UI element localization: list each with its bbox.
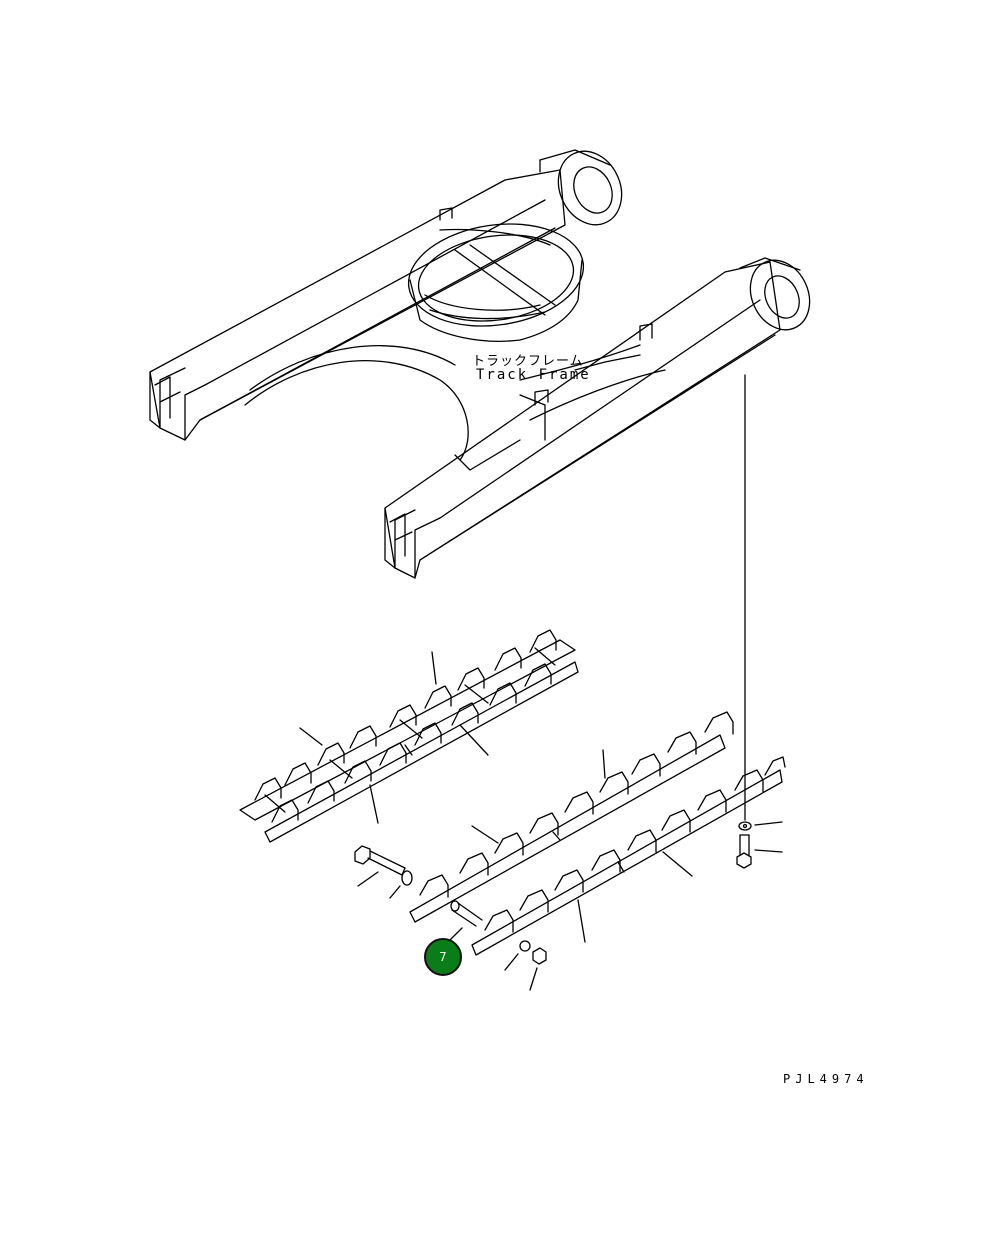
drawing-code: PJL4974 [783,1072,869,1086]
callout-7-button[interactable]: 7 [424,938,462,976]
upper-guard-assembly [240,630,578,842]
lower-guard-a [410,712,733,922]
lower-guard-b [472,757,785,955]
frame-label-japanese: トラックフレーム [472,354,584,369]
track-frame-drawing [150,141,821,578]
hardware [355,822,782,990]
frame-label-english: Track Frame [476,367,591,383]
